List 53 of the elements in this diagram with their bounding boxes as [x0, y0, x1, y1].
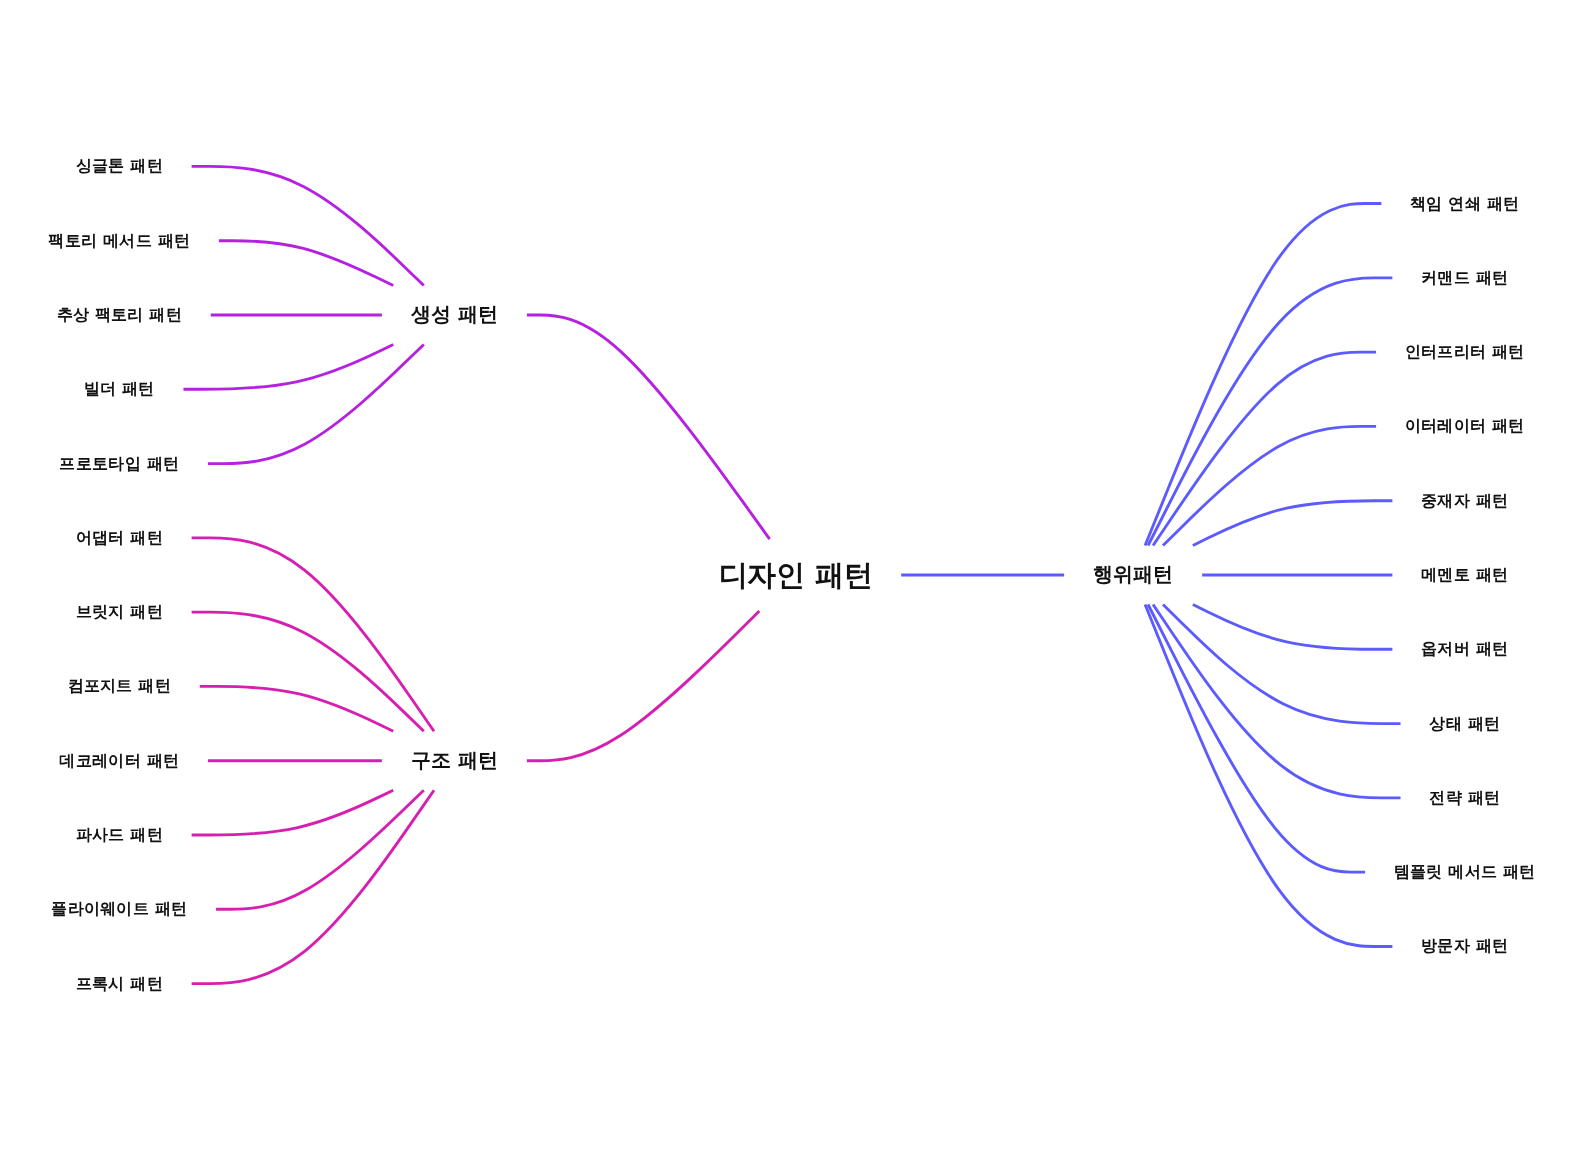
node-text: 플라이웨이트 패턴	[51, 898, 188, 918]
connector	[1146, 603, 1366, 874]
node-text: 구조 패턴	[410, 748, 499, 771]
connector	[1202, 573, 1393, 576]
connector	[191, 535, 436, 732]
node-text: 중재자 패턴	[1421, 489, 1509, 510]
connector	[216, 788, 425, 911]
node-text: 상태 패턴	[1429, 712, 1501, 732]
connector	[1146, 275, 1393, 546]
node-text: 행위패턴	[1092, 562, 1174, 586]
node-text: 어댑터 패턴	[75, 527, 163, 547]
node-text: 프로토타입 패턴	[59, 452, 180, 472]
connector	[1143, 201, 1382, 546]
connector	[191, 788, 394, 836]
connector	[191, 788, 436, 985]
connector	[1161, 602, 1401, 725]
node-text: 옵저버 패턴	[1421, 638, 1509, 658]
node-text: 메멘토 패턴	[1421, 564, 1509, 584]
node-text: 책임 연쇄 패턴	[1410, 192, 1520, 212]
connector	[210, 313, 382, 316]
connector	[1151, 603, 1401, 799]
connector	[1143, 603, 1393, 948]
node-text: 인터프리터 패턴	[1404, 341, 1525, 361]
node-text: 전략 패턴	[1429, 787, 1501, 807]
connector	[191, 164, 425, 287]
connector	[526, 609, 761, 762]
connector	[1161, 424, 1377, 547]
connector	[191, 610, 425, 732]
connector	[1151, 350, 1377, 546]
connector	[207, 758, 382, 762]
connector	[901, 573, 1065, 576]
node-text: 프록시 패턴	[75, 972, 163, 992]
connector	[1192, 602, 1393, 651]
node-text: 커맨드 패턴	[1421, 267, 1509, 287]
node-text: 파사드 패턴	[75, 824, 163, 844]
connector	[183, 342, 394, 391]
connector	[199, 684, 394, 733]
connector	[526, 313, 771, 540]
node-text: 컴포지트 패턴	[67, 675, 172, 695]
node-text: 싱글톤 패턴	[75, 155, 163, 175]
node-text: 빌더 패턴	[83, 378, 155, 398]
node-text: 이터레이터 패턴	[1404, 415, 1525, 435]
connector	[1192, 498, 1393, 547]
node-text: 브릿지 패턴	[75, 601, 163, 621]
node-text: 추상 팩토리 패턴	[56, 304, 182, 324]
node-text: 데코레이터 패턴	[59, 749, 180, 770]
node-text: 템플릿 메서드 패턴	[1393, 861, 1536, 881]
connector	[207, 342, 425, 465]
node-text: 팩토리 메서드 패턴	[48, 229, 191, 250]
node-text: 디자인 패턴	[718, 557, 873, 592]
node-text: 생성 패턴	[410, 302, 499, 326]
node-text: 방문자 패턴	[1421, 935, 1509, 955]
connector	[218, 238, 394, 287]
